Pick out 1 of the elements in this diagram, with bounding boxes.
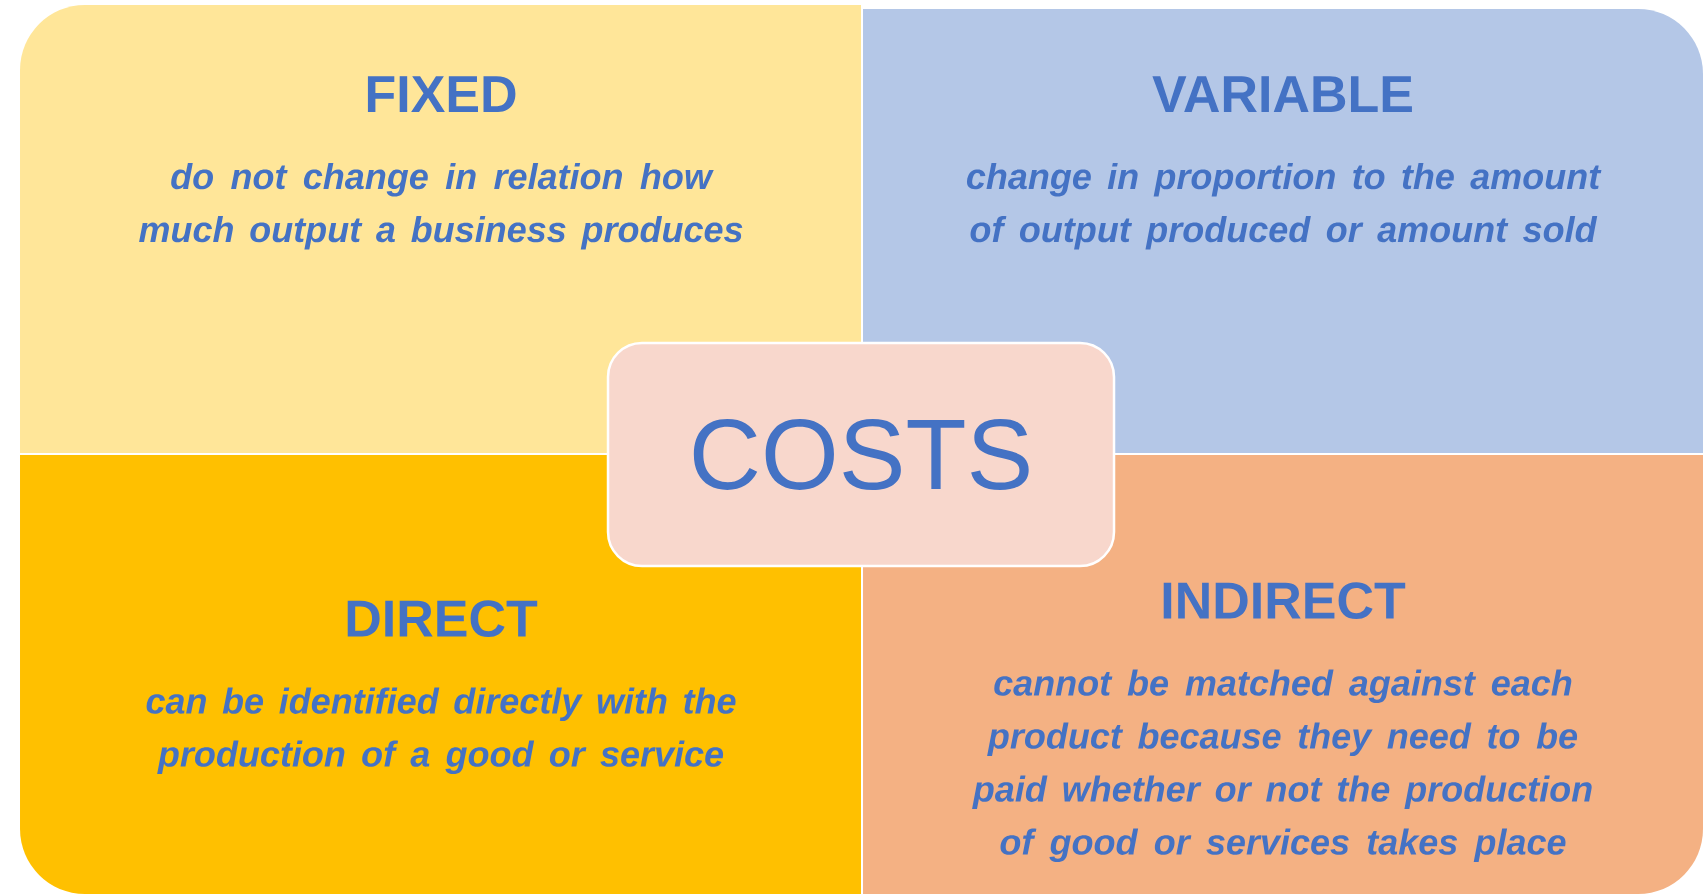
center-box: COSTS bbox=[606, 341, 1116, 568]
